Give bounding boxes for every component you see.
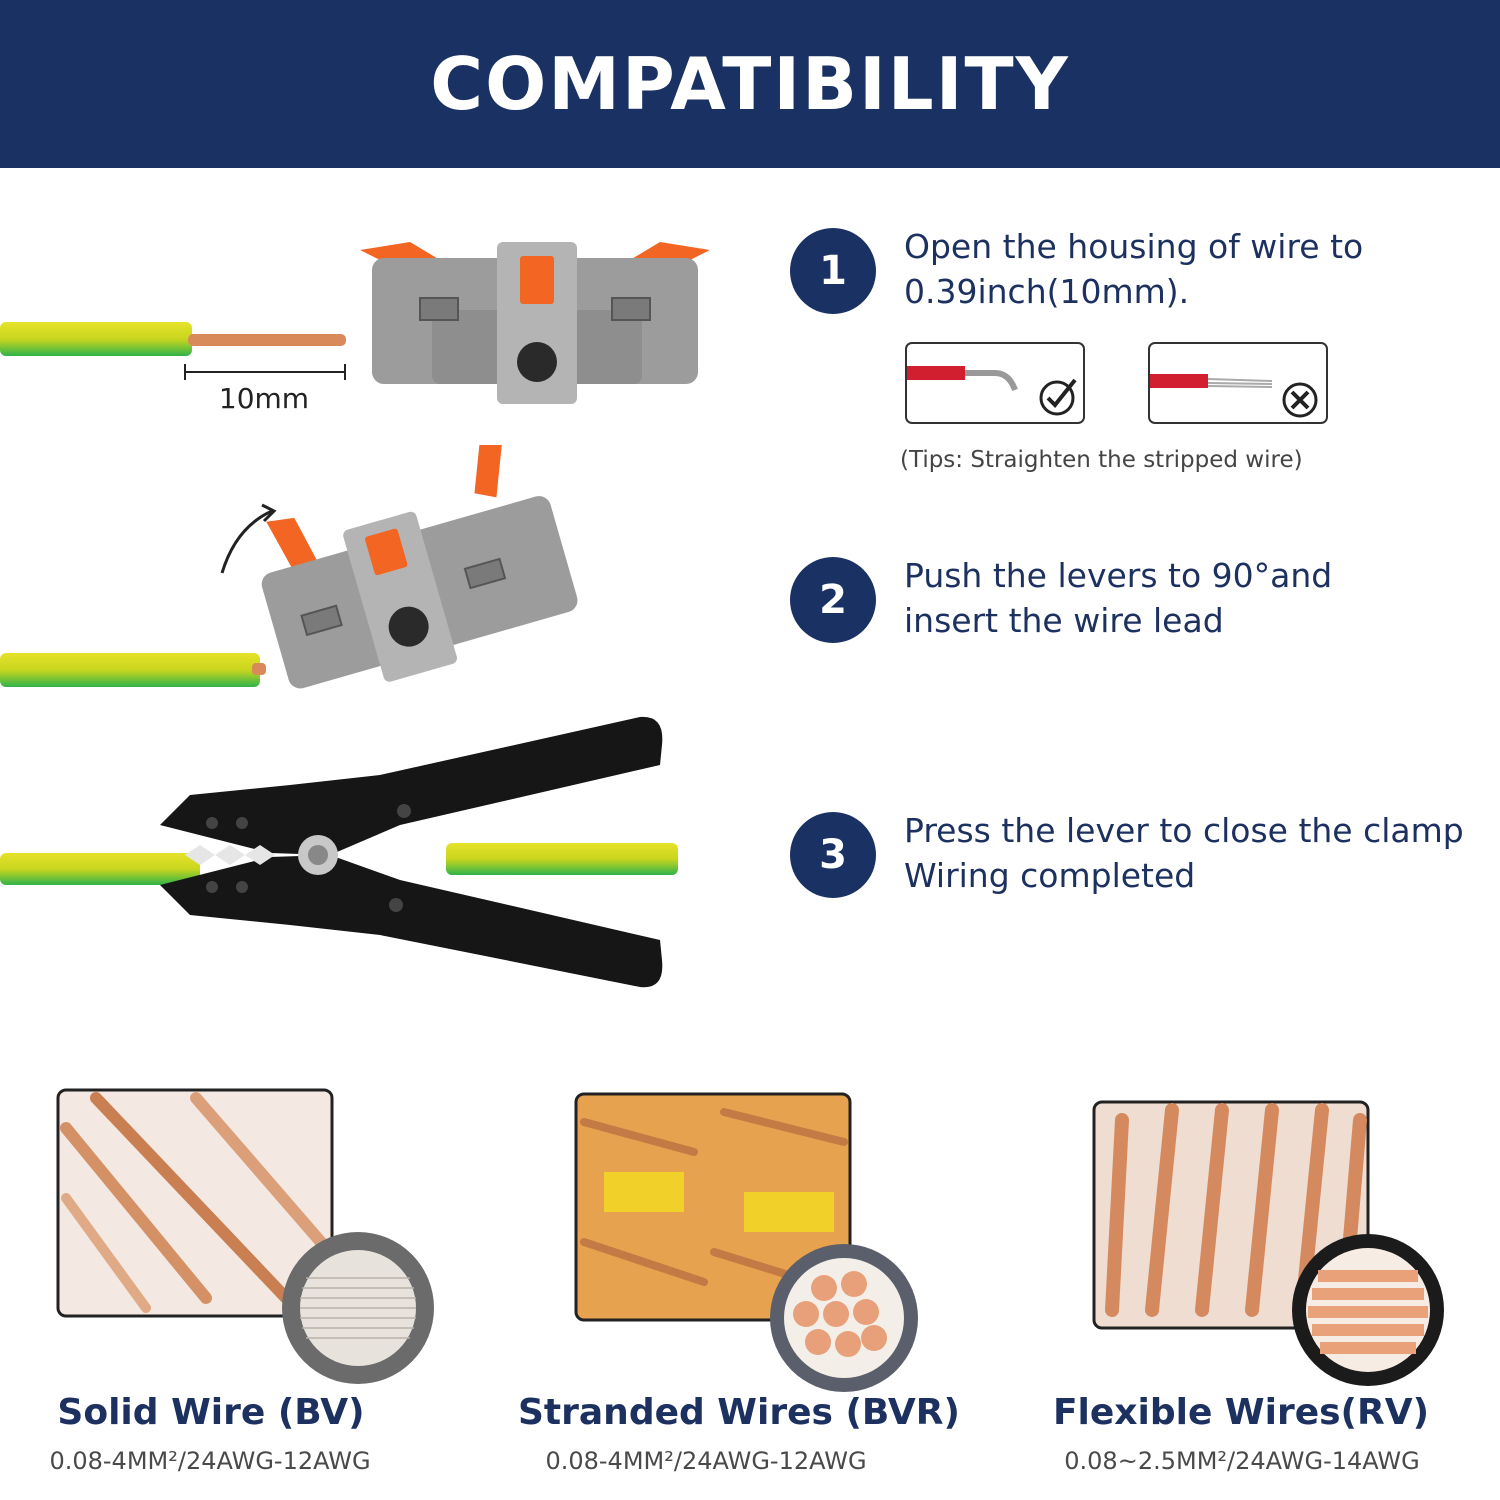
stranded-wire-spec: 0.08-4MM²/24AWG-12AWG [545, 1447, 867, 1475]
tips-text: (Tips: Straighten the stripped wire) [900, 447, 1303, 473]
strip-wire-illustration: 10mm [0, 242, 710, 415]
header-banner: COMPATIBILITY [0, 0, 1500, 168]
step-number-badge: 2 [790, 557, 876, 643]
stranded-wire-image [574, 1092, 918, 1392]
step-text-line: insert the wire lead [904, 601, 1224, 640]
step-text-line: 0.39inch(10mm). [904, 272, 1190, 311]
flexible-wire-title: Flexible Wires(RV) [1052, 1392, 1430, 1433]
lever-raised-illustration [0, 445, 578, 689]
strip-length-label: 10mm [219, 382, 309, 415]
step-text: Open the housing of wire to 0.39inch(10m… [904, 224, 1363, 314]
solid-wire-spec: 0.08-4MM²/24AWG-12AWG [49, 1447, 371, 1475]
flexible-wire-image [1092, 1100, 1444, 1386]
flexible-wire-spec: 0.08~2.5MM²/24AWG-14AWG [1064, 1447, 1420, 1475]
solid-wire-image [56, 1088, 434, 1384]
frayed-wire-wrong-icon [1148, 342, 1328, 424]
step-number-badge: 1 [790, 228, 876, 314]
page-title: COMPATIBILITY [430, 42, 1070, 126]
step-text: Press the lever to close the clamp Wirin… [904, 808, 1464, 898]
step-text-line: Push the levers to 90°and [904, 556, 1333, 595]
crimper-tool-illustration [0, 716, 678, 988]
straight-wire-correct-icon [905, 342, 1085, 424]
step-text-line: Open the housing of wire to [904, 227, 1364, 266]
solid-wire-title: Solid Wire (BV) [57, 1392, 365, 1433]
step-text: Push the levers to 90°and insert the wir… [904, 553, 1332, 643]
step-text-line: Press the lever to close the clamp [904, 811, 1464, 850]
step-text-line: Wiring completed [904, 856, 1196, 895]
step-number-badge: 3 [790, 812, 876, 898]
stranded-wire-title: Stranded Wires (BVR) [518, 1392, 960, 1433]
